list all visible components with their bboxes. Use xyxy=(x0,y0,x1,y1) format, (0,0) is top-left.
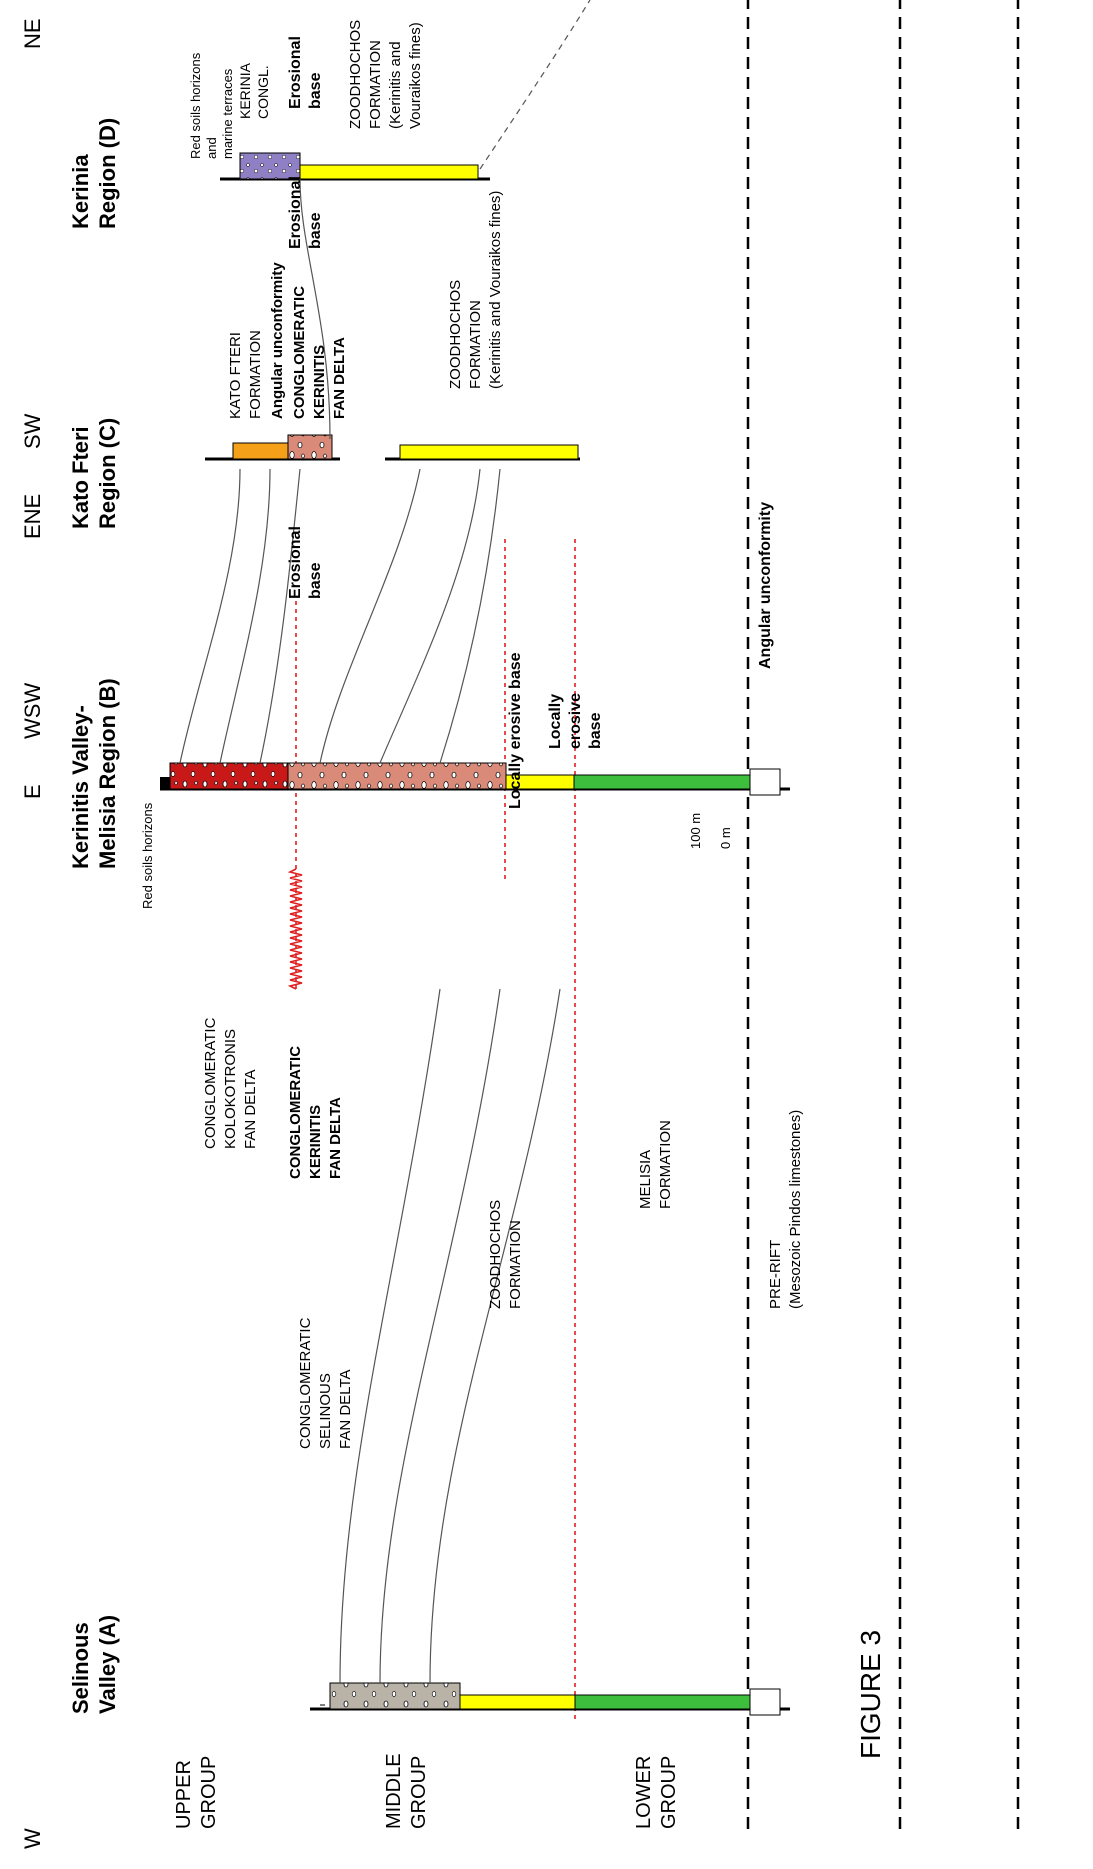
zood-d-label-2: FORMATION xyxy=(367,40,384,129)
middle-group-2: GROUP xyxy=(408,1756,430,1829)
selinous-label-2: SELINOUS xyxy=(317,1373,334,1449)
lower-group-1: LOWER xyxy=(633,1756,655,1829)
kerinitis-label-2: KERINITIS xyxy=(307,1105,324,1179)
kato-fteri-label-2: FORMATION xyxy=(247,330,264,419)
kolokotronis-label-2: KOLOKOTRONIS xyxy=(222,1029,239,1149)
red-boundaries xyxy=(287,539,576,1719)
selinous-label-1: CONGLOMERATIC xyxy=(297,1317,314,1449)
kolokotronis-label-1: CONGLOMERATIC xyxy=(202,1017,219,1149)
angular-unconformity-label: Angular unconformity xyxy=(757,502,774,669)
zood-c-label-2: FORMATION xyxy=(467,300,484,389)
zood-d-label-1: ZOODHOCHOS xyxy=(347,20,364,129)
text-layer: FIGURE 3 W E WSW ENE SW NE Selinous Vall… xyxy=(20,18,886,1849)
erosional-c-label-1: Erosional xyxy=(287,176,304,249)
region-a-title-1: Selinous xyxy=(68,1622,93,1714)
column-d xyxy=(220,152,490,181)
kato-fteri-label-1: KATO FTERI xyxy=(227,332,244,419)
direction-wsw: WSW xyxy=(20,683,45,739)
erosional-d-label-2: base xyxy=(307,72,324,109)
direction-w: W xyxy=(20,1828,45,1849)
region-c-title-2: Region (C) xyxy=(95,418,120,529)
direction-sw: SW xyxy=(20,413,45,449)
column-a xyxy=(310,1682,790,1716)
locally-label-2: erosive xyxy=(567,693,584,749)
red-soils-d-label-1: Red soils horizons xyxy=(188,52,203,159)
melisia-label-1: MELISIA xyxy=(637,1150,654,1209)
region-d-title-1: Kerinia xyxy=(68,154,93,229)
region-c-title-1: Kato Fteri xyxy=(68,426,93,529)
region-a-title-2: Valley (A) xyxy=(95,1615,120,1714)
kerinitis-label-3: FAN DELTA xyxy=(327,1097,344,1179)
angular-c-label: Angular unconformity xyxy=(269,262,286,419)
prerift-label-1: PRE-RIFT xyxy=(767,1240,784,1309)
scale-0: 0 m xyxy=(718,827,733,849)
region-b-title-2: Melisia Region (B) xyxy=(95,678,120,869)
melisia-label-2: FORMATION xyxy=(657,1120,674,1209)
column-c xyxy=(205,434,580,461)
kerinitis-c-label-3: FAN DELTA xyxy=(331,337,348,419)
zood-d-label-3: (Kerinitis and xyxy=(387,41,404,129)
locally-label-3: base xyxy=(587,712,604,749)
selinous-label-3: FAN DELTA xyxy=(337,1370,354,1449)
direction-ene: ENE xyxy=(20,494,45,539)
kolokotronis-label-3: FAN DELTA xyxy=(242,1070,259,1149)
locally-erosive-base-label: Locally erosive base xyxy=(507,652,524,809)
zood-c-label-3: (Kerinitis and Vouraikos fines) xyxy=(487,191,504,389)
red-soils-d-label-2: and xyxy=(204,137,219,159)
correlation-lines xyxy=(179,0,591,1684)
zoodhochos-label-1: ZOODHOCHOS xyxy=(487,1200,504,1309)
kerinitis-c-label-1: CONGLOMERATIC xyxy=(291,286,308,419)
scale-100: 100 m xyxy=(688,813,703,849)
group-boundaries xyxy=(746,0,1020,1829)
erosional-d-label-1: Erosional xyxy=(287,36,304,109)
prerift-label-2: (Mesozoic Pindos limestones) xyxy=(787,1110,804,1309)
kerinia-label-1: KERINIA xyxy=(237,62,253,119)
kerinia-label-2: CONGL. xyxy=(255,65,271,119)
red-soils-d-label-3: marine terraces xyxy=(220,68,235,159)
erosional-c-label-2: base xyxy=(307,212,324,249)
direction-ne: NE xyxy=(20,18,45,49)
region-b-title-1: Kerinitis Valley- xyxy=(68,705,93,869)
kerinitis-c-label-2: KERINITIS xyxy=(311,345,328,419)
zood-d-label-4: Vouraikos fines) xyxy=(407,22,424,129)
erosional-label-1: Erosional xyxy=(287,526,304,599)
locally-label-1: Locally xyxy=(547,694,564,749)
figure-label: FIGURE 3 xyxy=(855,1630,886,1759)
upper-group-2: GROUP xyxy=(198,1756,220,1829)
column-b xyxy=(160,762,790,796)
zood-c-label-1: ZOODHOCHOS xyxy=(447,280,464,389)
direction-e: E xyxy=(20,784,45,799)
red-soils-label: Red soils horizons xyxy=(140,802,155,909)
lower-group-2: GROUP xyxy=(658,1756,680,1829)
kerinitis-label-1: CONGLOMERATIC xyxy=(287,1046,304,1179)
middle-group-1: MIDDLE xyxy=(383,1753,405,1829)
erosional-label-2: base xyxy=(307,562,324,599)
upper-group-1: UPPER xyxy=(173,1760,195,1829)
region-d-title-2: Region (D) xyxy=(95,118,120,229)
zoodhochos-label-2: FORMATION xyxy=(507,1220,524,1309)
